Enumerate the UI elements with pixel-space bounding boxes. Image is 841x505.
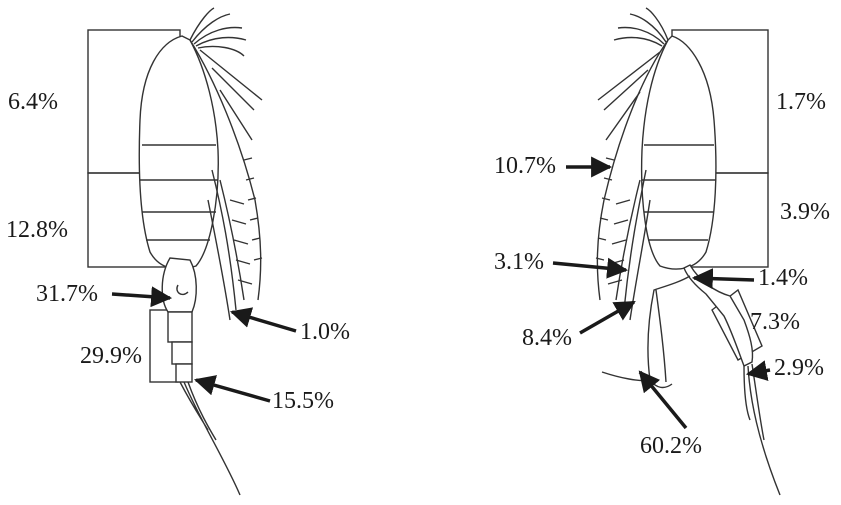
label-left-furca: 15.5% [272, 389, 334, 413]
arrow-genital [112, 294, 170, 298]
arrow-legs-lower [580, 302, 634, 333]
left-genital-segment [162, 258, 196, 312]
arrow-urosome-joint [694, 278, 754, 280]
right-specimen [596, 8, 780, 495]
right-fifth-leg [602, 276, 690, 387]
arrow-furca-right [748, 370, 770, 374]
left-specimen [88, 8, 262, 495]
label-right-legs-lower: 8.4% [522, 326, 572, 350]
label-left-urosome: 29.9% [80, 344, 142, 368]
arrow-fifth-leg [640, 372, 686, 428]
label-right-furca: 2.9% [774, 356, 824, 380]
label-right-urosome-joint: 1.4% [758, 266, 808, 290]
arrow-legs-upper [553, 263, 626, 270]
arrow-furca [196, 380, 270, 401]
right-furcal-setae [744, 364, 780, 495]
left-body-outline [139, 36, 218, 269]
label-left-genital-segment: 31.7% [36, 282, 98, 306]
right-body-outline [642, 36, 716, 269]
label-right-prosome-upper: 1.7% [776, 90, 826, 114]
label-right-antennule: 10.7% [494, 154, 556, 178]
label-right-fifth-leg: 60.2% [640, 434, 702, 458]
label-right-legs-upper: 3.1% [494, 250, 544, 274]
arrow-legs [232, 312, 296, 331]
label-left-swimming-legs: 1.0% [300, 320, 350, 344]
label-left-prosome-lower: 12.8% [6, 218, 68, 242]
label-left-prosome-upper: 6.4% [8, 90, 58, 114]
left-furcal-setae [180, 382, 240, 495]
label-right-urosome: 7.3% [750, 310, 800, 334]
label-right-prosome-lower: 3.9% [780, 200, 830, 224]
